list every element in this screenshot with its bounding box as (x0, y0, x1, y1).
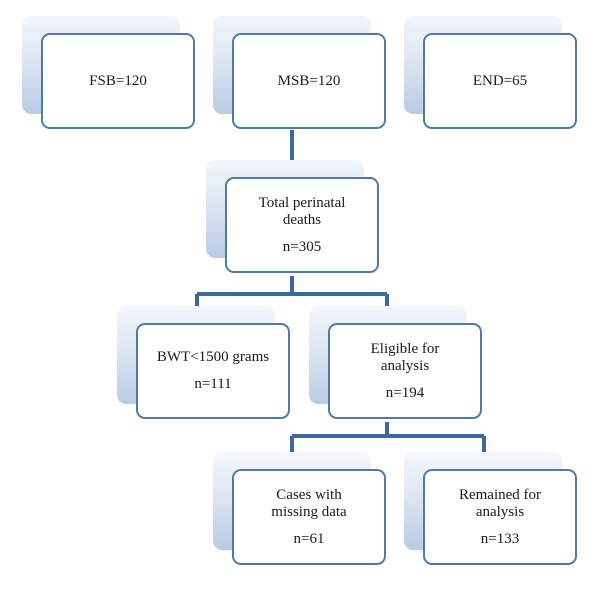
node-label: Total perinatal deaths (258, 194, 346, 228)
node-label: Cases with missing data (271, 486, 347, 520)
node-count: n=194 (385, 384, 425, 401)
node-label: Eligible for analysis (370, 340, 440, 374)
node-box: END=65 (423, 33, 577, 129)
node-count: n=61 (293, 530, 325, 547)
node-fsb: FSB=120 (22, 16, 195, 129)
node-label: FSB=120 (89, 72, 147, 89)
node-box: Remained for analysis n=133 (423, 469, 577, 565)
node-box: Total perinatal deaths n=305 (225, 177, 379, 273)
node-label: END=65 (472, 72, 528, 89)
node-label: MSB=120 (277, 72, 341, 89)
node-eligible: Eligible for analysis n=194 (309, 306, 482, 419)
node-count: n=133 (480, 530, 520, 547)
node-total: Total perinatal deaths n=305 (206, 160, 379, 273)
node-label: Remained for analysis (458, 486, 542, 520)
node-msb: MSB=120 (213, 16, 386, 129)
node-label: BWT<1500 grams (156, 349, 270, 365)
node-box: FSB=120 (41, 33, 195, 129)
node-count: n=305 (282, 238, 322, 255)
node-missing: Cases with missing data n=61 (213, 452, 386, 565)
node-box: BWT<1500 grams n=111 (136, 323, 290, 419)
node-box: MSB=120 (232, 33, 386, 129)
node-bwt: BWT<1500 grams n=111 (117, 306, 290, 419)
node-remained: Remained for analysis n=133 (404, 452, 577, 565)
node-box: Cases with missing data n=61 (232, 469, 386, 565)
node-box: Eligible for analysis n=194 (328, 323, 482, 419)
node-count: n=111 (194, 376, 232, 392)
node-end: END=65 (404, 16, 577, 129)
